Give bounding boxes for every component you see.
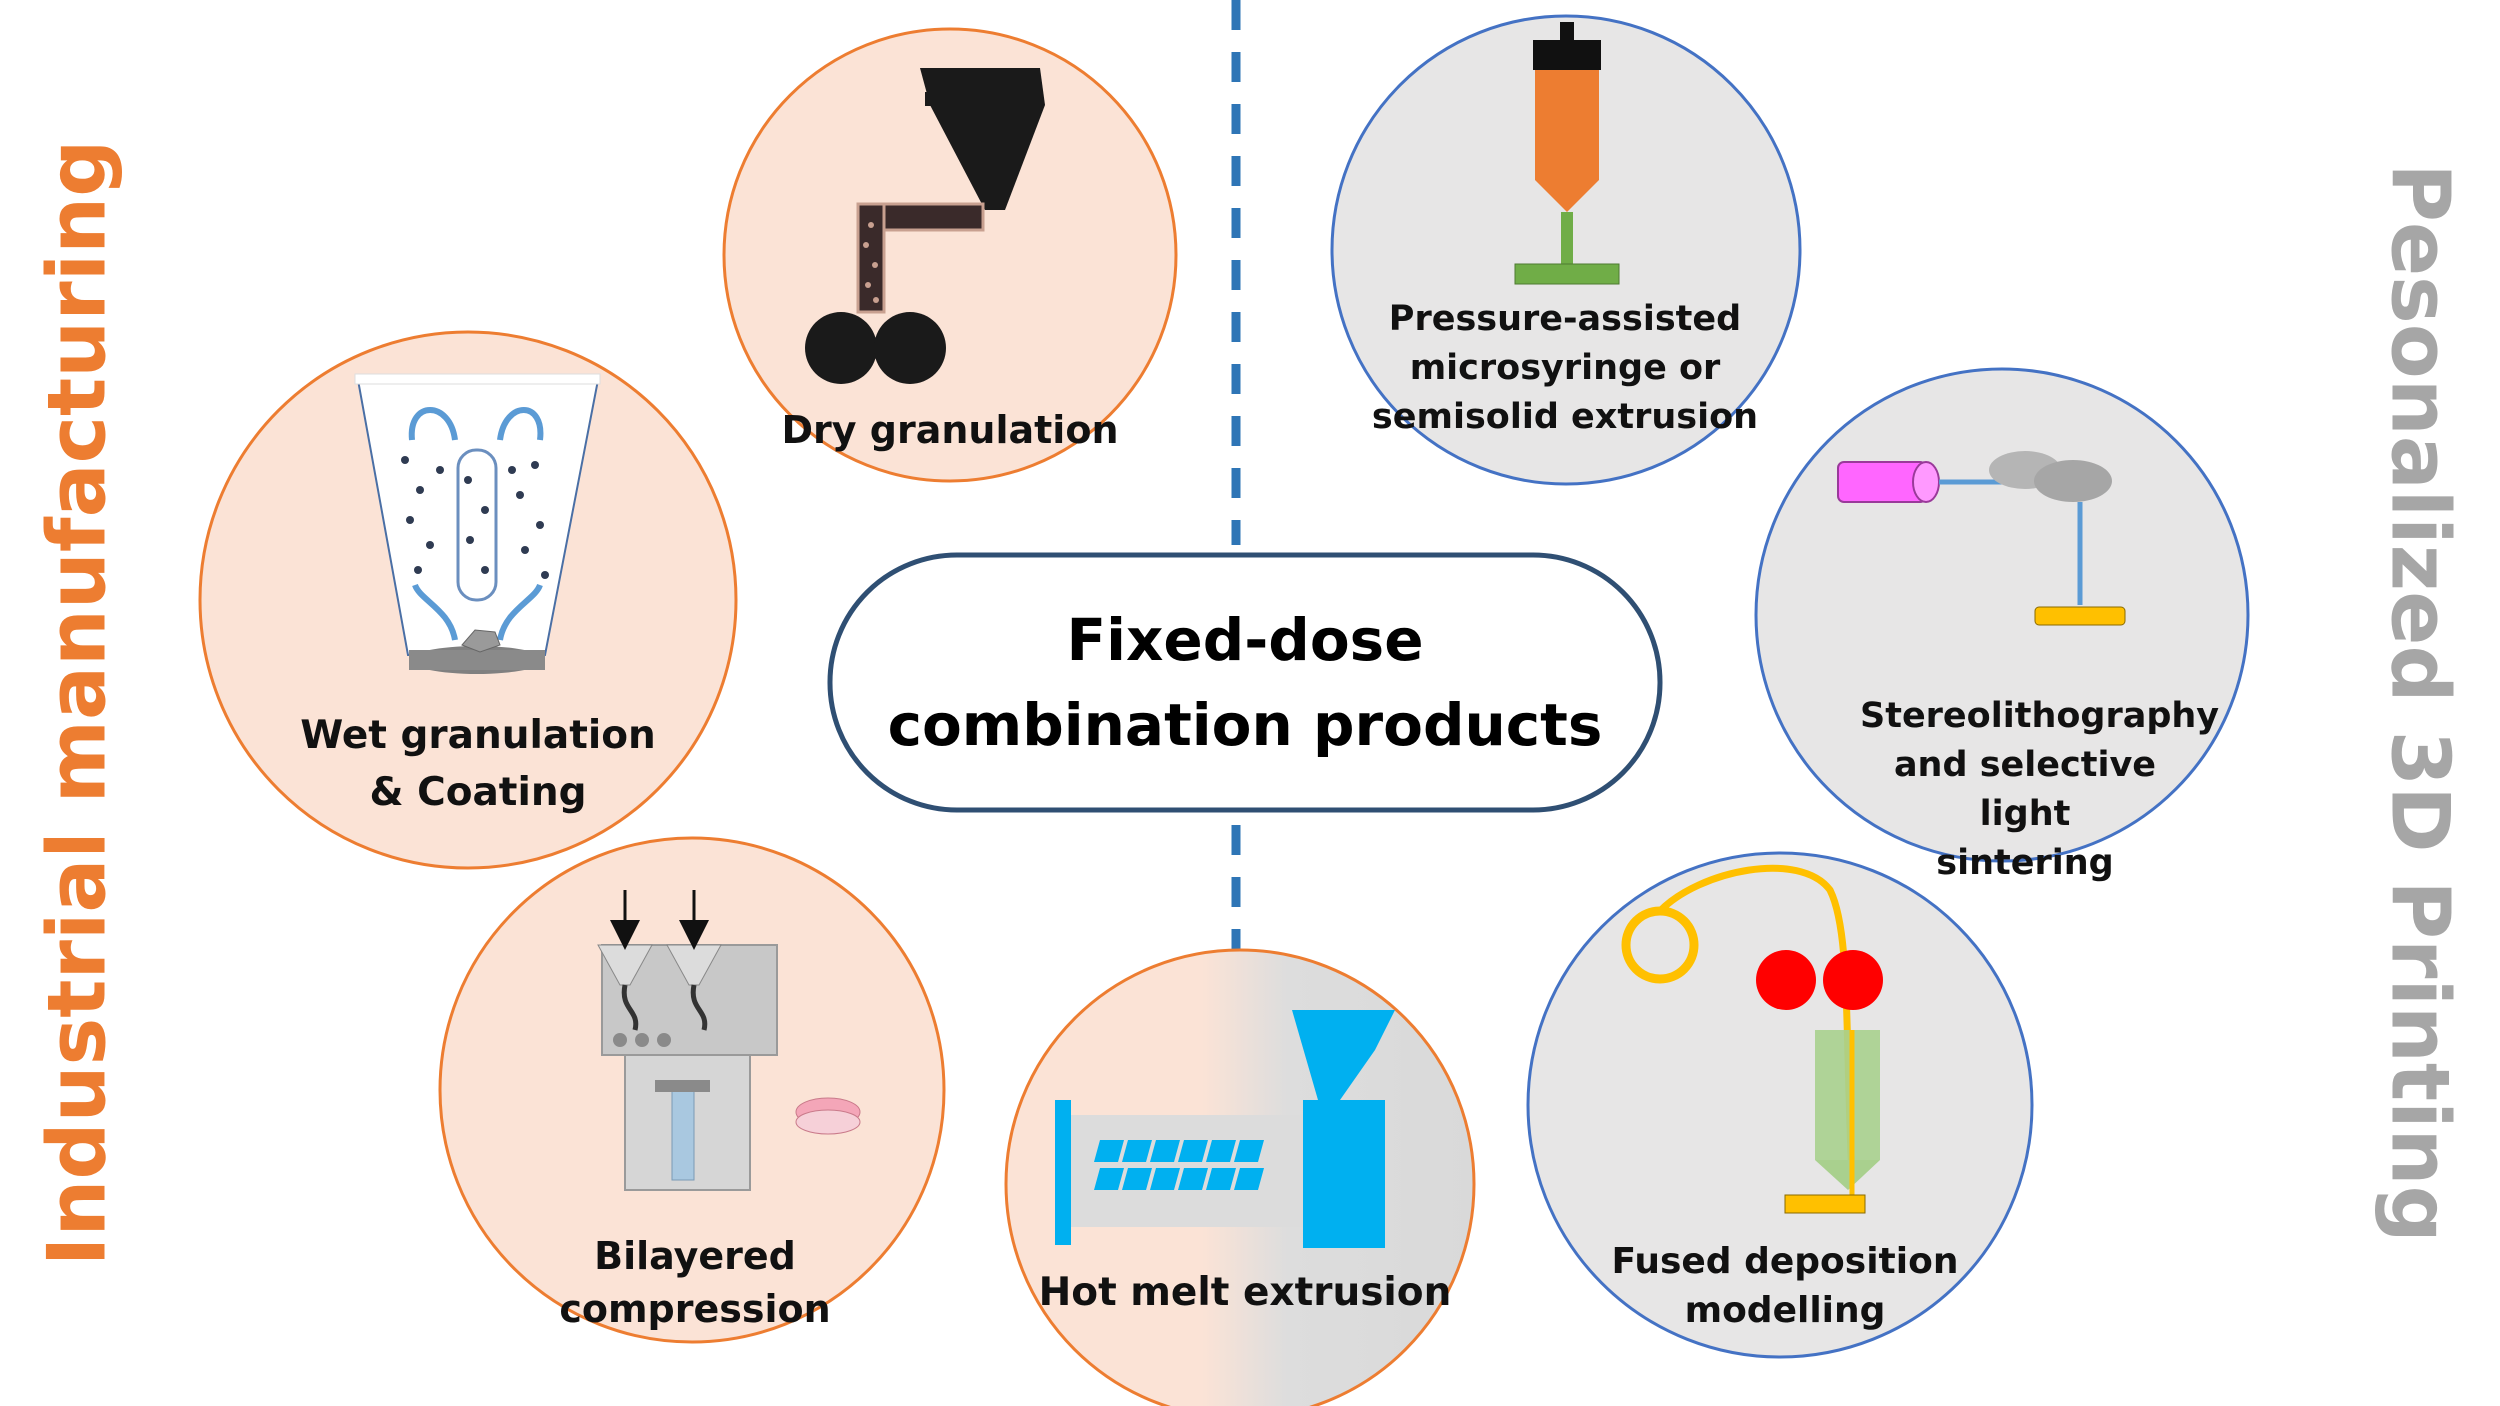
center-title-line-2: combination products — [887, 690, 1603, 759]
laser-icon — [1837, 451, 2126, 626]
extruder-icon — [1055, 1010, 1395, 1248]
dry-granulation-node — [722, 27, 1178, 483]
fdm-label: Fused deposition modelling — [1611, 1241, 1959, 1331]
hot-melt-extrusion-label: Hot melt extrusion — [1038, 1270, 1452, 1315]
wet-granulation-node — [198, 330, 738, 870]
center-title: Fixed-dose combination products — [830, 555, 1660, 810]
fluid-bed-icon — [354, 373, 601, 674]
stereolithography-label: Stereolithography and selective light si… — [1860, 696, 2220, 883]
wet-granulation-label: Wet granulation & Coating — [300, 713, 656, 815]
stereolithography-node — [1754, 367, 2250, 863]
fdm-node — [1526, 851, 2034, 1359]
pressure-assisted-node — [1330, 14, 1802, 486]
hot-melt-extrusion-node — [1004, 948, 1476, 1406]
syringe-icon — [1514, 22, 1620, 285]
bilayered-compression-label: Bilayered compression — [559, 1234, 831, 1332]
industrial-manufacturing-title: Industrial manufacturing — [30, 139, 124, 1267]
tablet-press-icon — [597, 890, 861, 1191]
roller-compactor-icon — [805, 68, 1045, 384]
personalized-3d-printing-title: Pesonalized 3D Printing — [2373, 163, 2467, 1243]
bilayered-compression-node — [438, 836, 946, 1344]
pressure-assisted-label: Pressure-assisted microsyringe or semiso… — [1371, 299, 1759, 437]
center-title-line-1: Fixed-dose — [1066, 606, 1424, 675]
fdm-printer-icon — [1621, 864, 1883, 1214]
dry-granulation-label: Dry granulation — [781, 408, 1119, 452]
center-box-border — [827, 552, 1663, 813]
